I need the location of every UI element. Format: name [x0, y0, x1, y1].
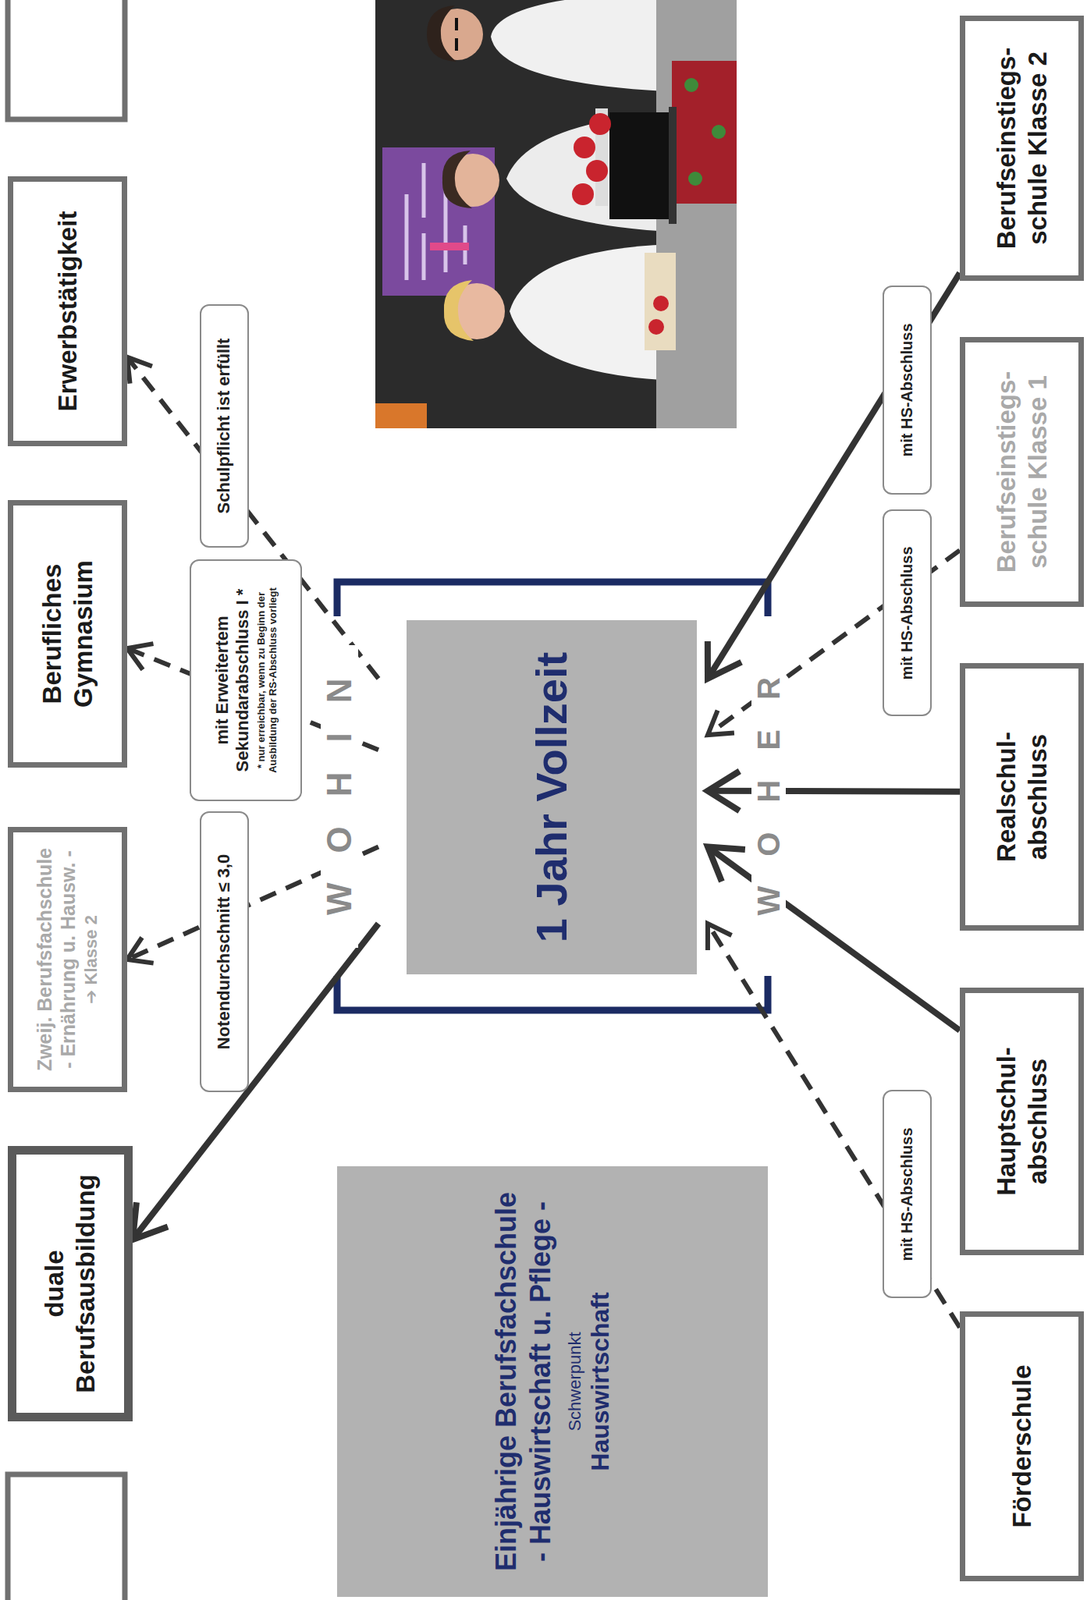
condition-label: mit HS-Abschluss	[882, 285, 932, 495]
box-text: Berufseinstiegs- schule Klasse 2	[991, 33, 1053, 263]
photo	[426, 5, 457, 62]
condition-label: mit HS-Abschluss	[882, 510, 932, 718]
photo	[684, 78, 699, 93]
arrow-head	[707, 847, 746, 883]
cut-box	[7, 1474, 125, 1600]
box-text: Berufseinstiegs- schule Klasse 1	[991, 355, 1053, 590]
course-box: 1 Jahr Vollzeit	[406, 620, 697, 975]
origin-box: Hauptschul- abschluss	[959, 987, 1084, 1256]
box-subtext: ➔ Klasse 2	[81, 915, 102, 1005]
photo	[442, 150, 473, 209]
box-text: Hauptschul- abschluss	[991, 1005, 1053, 1238]
condition-label: mit HS-Abschluss	[882, 1090, 932, 1300]
photo	[671, 60, 737, 204]
photo	[429, 242, 469, 251]
condition-text: mit HS-Abschluss	[897, 1127, 917, 1262]
arrow-head	[127, 643, 153, 670]
solid-arrow	[707, 847, 960, 1031]
condition-text: Schulpflicht ist erfüllt	[213, 338, 235, 515]
target-box: Erwerbstätigkeit	[7, 176, 128, 447]
target-box: Berufliches Gymnasium	[7, 500, 128, 768]
photo	[648, 319, 665, 335]
origin-box: Förderschule	[959, 1311, 1084, 1582]
photo	[573, 136, 596, 159]
photo	[688, 171, 703, 186]
photo	[454, 17, 459, 51]
box-text: Berufliches Gymnasium	[36, 518, 99, 750]
arrow-head	[707, 641, 742, 679]
condition-text: mit Erweitertem Sekundarabschluss I *	[212, 568, 254, 793]
box-subtext: Hauswirtschaft	[585, 1292, 615, 1471]
box-text: Einjährige Berufsfachschule - Hauswirtsc…	[489, 1185, 557, 1580]
box-text: Zweij. Berufsfachschule - Ernährung u. H…	[32, 845, 80, 1075]
target-box: duale Berufsausbildung	[7, 1146, 133, 1422]
cut-box	[7, 0, 125, 120]
condition-text: mit HS-Abschluss	[897, 546, 917, 680]
origin-box: Realschul- abschluss	[959, 663, 1084, 931]
arrow-head	[132, 1202, 168, 1240]
origin-box: Berufseinstiegs- schule Klasse 2	[959, 15, 1084, 281]
arrow-head	[707, 710, 735, 736]
bracket	[337, 582, 768, 1011]
box-subtext: Schwerpunkt	[564, 1332, 586, 1432]
bracket	[337, 582, 768, 617]
photo	[589, 113, 611, 135]
arrow-head	[127, 357, 153, 384]
target-box: Zweij. Berufsfachschule - Ernährung u. H…	[7, 827, 128, 1093]
arrow-head	[127, 937, 154, 964]
photo	[609, 112, 671, 220]
photo	[375, 0, 737, 429]
condition-text: Notendurchschnitt ≤ 3,0	[213, 854, 235, 1050]
condition-label: Notendurchschnitt ≤ 3,0	[199, 811, 249, 1093]
photo	[711, 124, 726, 139]
box-text: 1 Jahr Vollzeit	[525, 652, 578, 943]
box-text: Realschul- abschluss	[991, 681, 1053, 913]
photo	[586, 159, 608, 182]
direction-word: WOHER	[751, 644, 786, 949]
origin-box: Berufseinstiegs- schule Klasse 1	[959, 337, 1084, 608]
box-text: duale Berufsausbildung	[39, 1167, 101, 1401]
title-panel: Einjährige Berufsfachschule - Hauswirtsc…	[337, 1166, 768, 1598]
condition-label: Schulpflicht ist erfüllt	[199, 304, 249, 548]
photo	[571, 183, 594, 206]
footnote: * nur erreichbar, wenn zu Beginn der Aus…	[255, 568, 280, 793]
bracket	[337, 976, 768, 1011]
condition-text: mit HS-Abschluss	[897, 323, 917, 457]
arrow-head	[707, 923, 732, 951]
photo	[375, 403, 427, 429]
condition-label: mit Erweitertem Sekundarabschluss I ** n…	[189, 559, 302, 802]
connector	[707, 770, 960, 811]
photo	[444, 280, 474, 342]
box-text: Erwerbstätigkeit	[52, 211, 84, 413]
connector	[707, 847, 960, 1031]
box-text: Förderschule	[1006, 1364, 1038, 1528]
photo	[644, 252, 676, 351]
arrow-head	[707, 770, 740, 811]
photo	[653, 295, 669, 312]
solid-arrow	[707, 788, 960, 796]
direction-word: WOHIN	[320, 645, 359, 949]
photo	[668, 106, 677, 224]
